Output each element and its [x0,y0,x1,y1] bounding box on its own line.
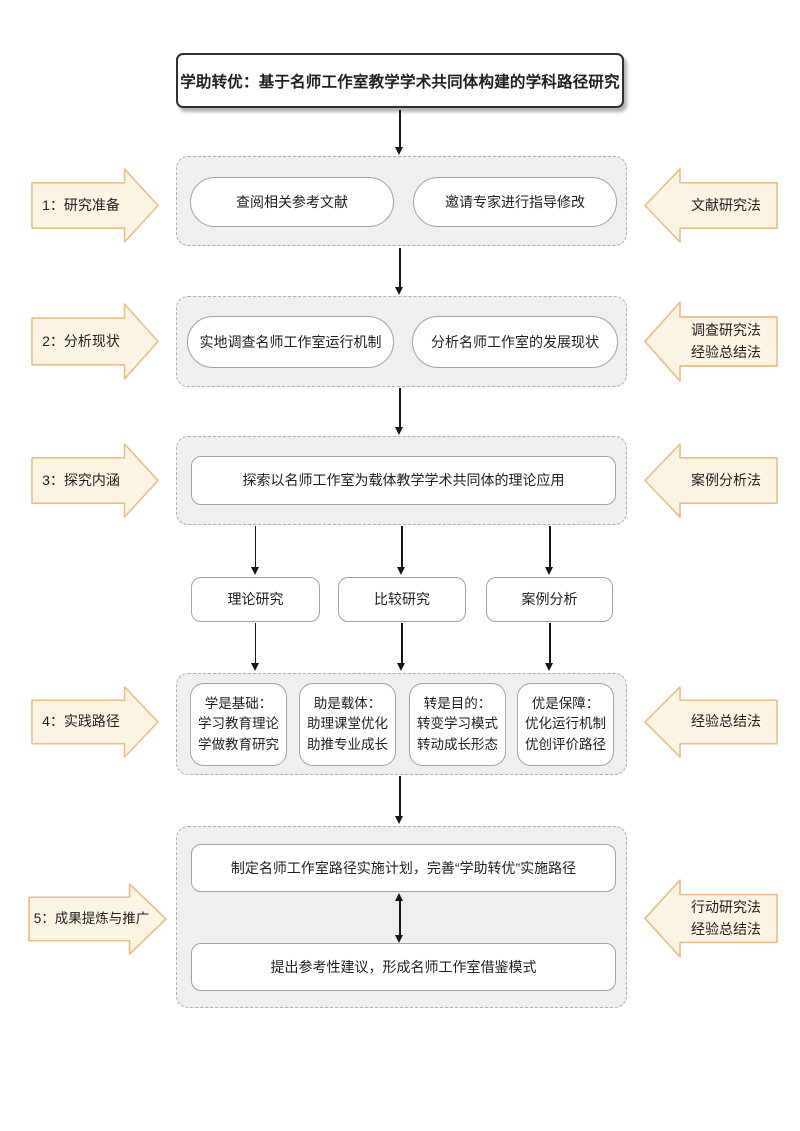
connector-stage4-stage5 [399,776,401,817]
connector-stage3-method2 [401,526,403,568]
stage3-method-label: 案例分析法 [691,471,761,488]
stage4-task-2-label: 助是载体： 助理课堂优化 助推专业成长 [307,696,388,752]
stage4-method-arrow: 经验总结法 [644,686,778,758]
stage5-left-arrow: 5：成果提炼与推广 [28,883,167,955]
stage5-method-arrow: 行动研究法 经验总结法 [644,879,778,958]
stage4-task-box-3: 转是目的： 转变学习模式 转动成长形态 [409,683,506,766]
stage2-task-1-label: 实地调查名师工作室运行机制 [199,333,382,350]
stage1-method-arrow: 文献研究法 [644,168,778,243]
arrowhead-down-icon [397,663,406,671]
title-box: 学助转优：基于名师工作室教学学术共同体构建的学科路径研究 [176,53,624,108]
stage5-method-label: 行动研究法 经验总结法 [691,898,761,937]
stage4-task-1-label: 学是基础： 学习教育理论 学做教育研究 [198,696,279,752]
stage2-method-label: 调查研究法 经验总结法 [691,321,761,360]
connector-stage5-internal [399,900,401,936]
arrowhead-down-icon [250,663,259,671]
stage3-left-label: 3：探究内涵 [42,471,120,488]
stage3-task-label: 探索以名师工作室为载体教学学术共同体的理论应用 [242,472,565,488]
stage1-task-2-label: 邀请专家进行指导修改 [445,193,585,210]
stage5-task-box-1: 制定名师工作室路径实施计划，完善“学助转优”实施路径 [191,844,616,892]
stage1-left-arrow: 1：研究准备 [31,168,159,243]
stage5-left-label: 5：成果提炼与推广 [33,910,150,926]
stage2-task-box-1: 实地调查名师工作室运行机制 [187,316,394,368]
stage4-task-box-1: 学是基础： 学习教育理论 学做教育研究 [190,683,287,766]
stage4-task-box-4: 优是保障： 优化运行机制 优创评价路径 [517,683,614,766]
arrowhead-up-icon [395,893,404,901]
connector-stage3-method1 [254,526,257,568]
stage2-method-arrow: 调查研究法 经验总结法 [644,301,778,382]
right-arrow-shape-icon [28,883,167,955]
stage2-task-box-2: 分析名师工作室的发展现状 [412,316,618,368]
stage4-task-4-label: 优是保障： 优化运行机制 优创评价路径 [525,696,606,752]
right-arrow-shape-icon [31,686,159,758]
stage1-task-box-2: 邀请专家进行指导修改 [413,177,617,227]
stage3-task-box: 探索以名师工作室为载体教学学术共同体的理论应用 [191,456,616,505]
method-box-case: 案例分析 [486,577,613,622]
method-box-theory: 理论研究 [191,577,320,622]
method-case-label: 案例分析 [521,591,578,607]
diagram-title: 学助转优：基于名师工作室教学学术共同体构建的学科路径研究 [180,73,620,91]
right-arrow-shape-icon [31,168,159,243]
arrowhead-down-icon [250,567,259,575]
connector-stage1-stage2 [399,248,401,288]
connector-stage2-stage3 [399,388,401,428]
right-arrow-shape-icon [31,303,159,380]
method-theory-label: 理论研究 [227,591,284,607]
stage2-left-arrow: 2：分析现状 [31,303,159,380]
method-box-compare: 比较研究 [338,577,466,622]
stage4-task-3-label: 转是目的： 转变学习模式 转动成长形态 [417,696,498,752]
arrowhead-down-icon [395,816,404,824]
left-arrow-shape-icon [644,301,778,382]
connector-method3-stage4 [549,623,551,664]
stage4-left-label: 4：实践路径 [42,713,120,730]
stage5-task-1-label: 制定名师工作室路径实施计划，完善“学助转优”实施路径 [230,859,577,876]
stage4-task-box-2: 助是载体： 助理课堂优化 助推专业成长 [299,683,396,766]
connector-method2-stage4 [401,623,403,664]
arrowhead-down-icon [395,934,404,943]
stage4-left-arrow: 4：实践路径 [31,686,159,758]
left-arrow-shape-icon [644,879,778,958]
arrowhead-down-icon [395,147,404,155]
arrowhead-down-icon [395,287,404,295]
connector-stage3-method3 [549,526,551,568]
stage1-task-1-label: 查阅相关参考文献 [236,193,348,210]
arrowhead-down-icon [395,427,404,435]
method-compare-label: 比较研究 [374,591,430,607]
arrowhead-down-icon [397,567,406,575]
connector-title-stage1 [399,110,401,148]
left-arrow-shape-icon [644,168,778,243]
stage1-method-label: 文献研究法 [691,196,761,213]
right-arrow-shape-icon [31,443,159,518]
stage2-left-label: 2：分析现状 [42,332,120,349]
stage4-method-label: 经验总结法 [691,713,761,730]
stage3-method-arrow: 案例分析法 [644,443,778,518]
arrowhead-down-icon [545,663,554,671]
stage5-task-box-2: 提出参考性建议，形成名师工作室借鉴模式 [191,943,616,991]
stage3-left-arrow: 3：探究内涵 [31,443,159,518]
stage1-task-box-1: 查阅相关参考文献 [190,177,394,227]
arrowhead-down-icon [545,567,554,575]
left-arrow-shape-icon [644,686,778,758]
stage1-left-label: 1：研究准备 [42,196,120,213]
connector-method1-stage4 [254,623,257,664]
left-arrow-shape-icon [644,443,778,518]
stage2-task-2-label: 分析名师工作室的发展现状 [431,333,599,350]
stage5-task-2-label: 提出参考性建议，形成名师工作室借鉴模式 [270,958,537,975]
